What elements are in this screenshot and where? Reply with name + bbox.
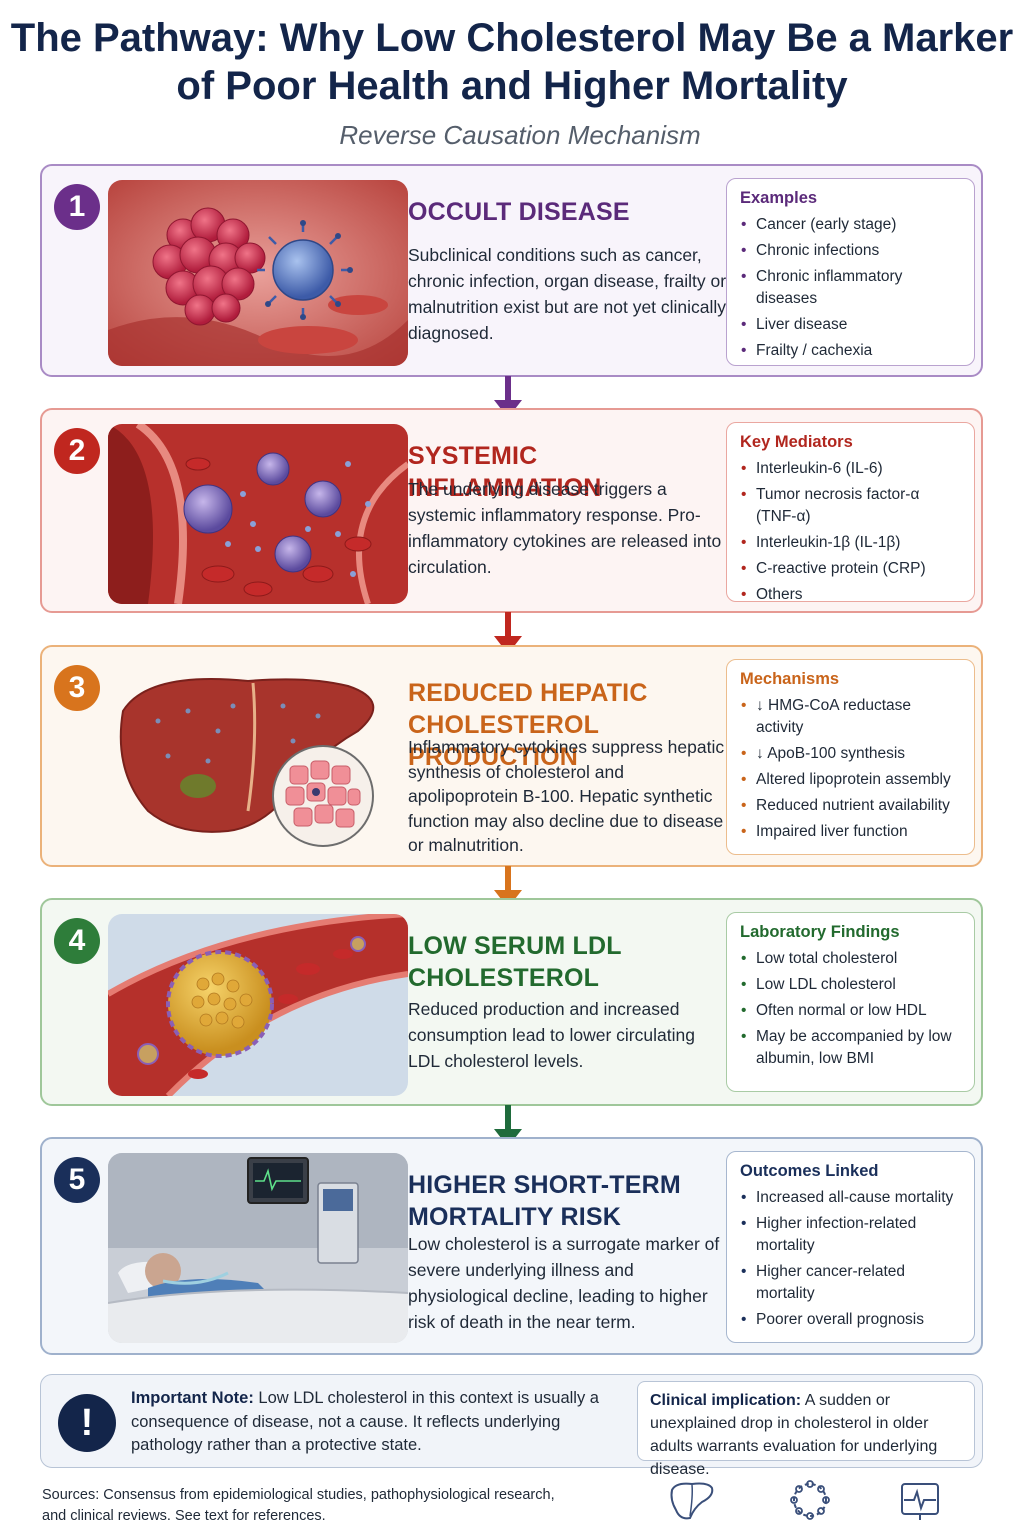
list-item: Poorer overall prognosis (740, 1309, 962, 1331)
key-mediators-panel: Key Mediators Interleukin-6 (IL-6) Tumor… (726, 422, 975, 606)
mechanisms-panel: Mechanisms ↓ HMG-CoA reductase activity … (726, 659, 975, 855)
step-number-badge: 3 (54, 665, 100, 711)
clinical-implication-box: Clinical implication: A sudden or unexpl… (637, 1381, 975, 1478)
list-item: ↓ HMG-CoA reductase activity (740, 695, 962, 739)
step-number-badge: 1 (54, 184, 100, 230)
list-item: Others (740, 584, 962, 606)
important-note-text: Important Note: Low LDL cholesterol in t… (131, 1387, 631, 1458)
list-item: Tumor necrosis factor-α (TNF-α) (740, 484, 962, 528)
step-description: Subclinical conditions such as cancer, c… (408, 245, 727, 343)
ldl-particle-illustration (108, 914, 408, 1096)
list-item: Low total cholesterol (740, 948, 962, 970)
step-card-reduced-hepatic-production: 3 REDUCED HEPATIC CHOLESTEROL PRODUCTION… (40, 645, 983, 867)
heart-monitor-icon (901, 1483, 939, 1520)
list-item: Higher cancer-related mortality (740, 1261, 962, 1305)
step-description: The underlying disease triggers a system… (408, 479, 722, 577)
panel-title: Mechanisms (740, 670, 840, 688)
list-item: Increased all-cause mortality (740, 1187, 962, 1209)
outcomes-linked-panel: Outcomes Linked Increased all-cause mort… (726, 1151, 975, 1343)
list-item: Higher infection-related mortality (740, 1213, 962, 1257)
list-item: May be accompanied by low albumin, low B… (740, 1026, 962, 1070)
cytokine-illustration (108, 424, 408, 604)
note-body: Low LDL cholesterol in this context is u… (131, 1389, 599, 1454)
exclamation-icon: ! (58, 1394, 116, 1452)
step-heading: HIGHER SHORT-TERM MORTALITY RISK (408, 1171, 681, 1231)
tumor-cell-illustration (108, 180, 408, 366)
list-item: Altered lipoprotein assembly (740, 769, 962, 791)
step-heading: REDUCED HEPATIC CHOLESTEROL PRODUCTION (408, 679, 648, 771)
note-label: Important Note: (131, 1389, 254, 1407)
list-item: Interleukin-6 (IL-6) (740, 458, 962, 480)
list-item: Impaired liver function (740, 821, 962, 843)
step-number-badge: 5 (54, 1157, 100, 1203)
list-item: Low LDL cholesterol (740, 974, 962, 996)
step-card-systemic-inflammation: 2 SYSTEMIC INFLAM (40, 408, 983, 613)
panel-title: Examples (740, 189, 818, 207)
list-item: Reduced nutrient availability (740, 795, 962, 817)
panel-title: Laboratory Findings (740, 923, 900, 941)
list-item: C-reactive protein (CRP) (740, 558, 962, 580)
list-item: ↓ ApoB-100 synthesis (740, 743, 962, 765)
page-title: The Pathway: Why Low Cholesterol May Be … (10, 16, 1014, 108)
list-item: Chronic infections (740, 240, 962, 262)
list-item: Liver disease (740, 314, 962, 336)
step-heading: SYSTEMIC INFLAMMATION (408, 442, 602, 502)
molecule-ring-icon (790, 1480, 830, 1520)
page-subtitle: Reverse Causation Mechanism (339, 120, 701, 150)
liver-icon (670, 1482, 714, 1520)
panel-title: Key Mediators (740, 433, 853, 451)
examples-panel: Examples Cancer (early stage) Chronic in… (726, 178, 975, 366)
step-card-mortality-risk: 5 HIGHER SHORT-TERM MORTALITY RISK Low c… (40, 1137, 983, 1355)
step-heading: OCCULT DISEASE (408, 198, 630, 226)
list-item: Chronic inflammatory diseases (740, 266, 962, 310)
list-item: Often normal or low HDL (740, 1000, 962, 1022)
step-card-low-ldl: 4 LOW SERUM LDL CHOLESTEROL Reduced prod… (40, 898, 983, 1106)
list-item: Cancer (early stage) (740, 214, 962, 236)
list-item: Frailty / cachexia (740, 340, 962, 362)
laboratory-findings-panel: Laboratory Findings Low total cholestero… (726, 912, 975, 1092)
step-description: Inflammatory cytokines suppress hepatic … (408, 737, 725, 855)
step-number-badge: 4 (54, 918, 100, 964)
step-description: Reduced production and increased consump… (408, 999, 695, 1071)
clinical-label: Clinical implication: (650, 1392, 802, 1409)
clinical-body: A sudden or unexplained drop in choleste… (650, 1392, 938, 1478)
panel-title: Outcomes Linked (740, 1162, 879, 1180)
important-note-box: ! Important Note: Low LDL cholesterol in… (40, 1374, 983, 1478)
step-description: Low cholesterol is a surrogate marker of… (408, 1234, 720, 1332)
sources-text: Sources: Consensus from epidemiological … (42, 1487, 555, 1524)
list-item: Interleukin-1β (IL-1β) (740, 532, 962, 554)
hospital-patient-illustration (108, 1153, 408, 1343)
liver-illustration (108, 661, 408, 857)
step-heading: LOW SERUM LDL CHOLESTEROL (408, 932, 622, 992)
step-number-badge: 2 (54, 428, 100, 474)
step-card-occult-disease: 1 (40, 164, 983, 377)
